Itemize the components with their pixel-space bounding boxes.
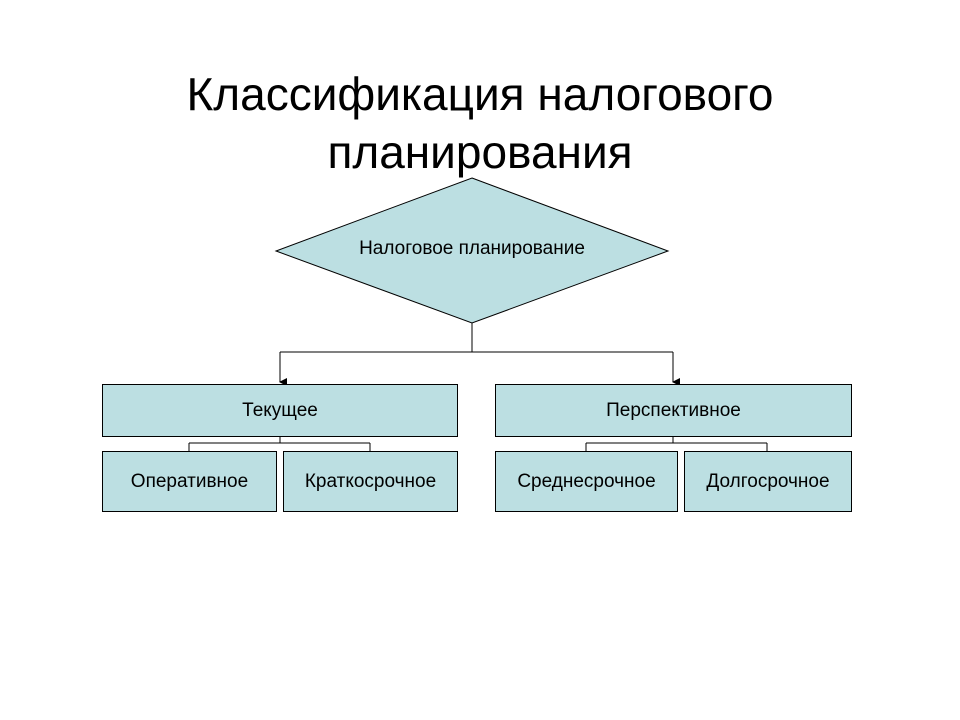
node-short-term: Краткосрочное xyxy=(283,451,458,512)
node-operative: Оперативное xyxy=(102,451,277,512)
root-connector xyxy=(279,323,680,386)
root-node-label: Налоговое планирование xyxy=(359,238,585,259)
node-long-term-label: Долгосрочное xyxy=(706,470,830,492)
node-prospective-label: Перспективное xyxy=(606,399,741,421)
node-prospective: Перспективное xyxy=(495,384,852,437)
slide-title-line-2: планирования xyxy=(327,125,633,178)
node-short-term-label: Краткосрочное xyxy=(304,470,437,492)
node-current: Текущее xyxy=(102,384,458,437)
node-operative-label: Оперативное xyxy=(130,470,249,492)
node-current-label: Текущее xyxy=(242,399,318,421)
node-long-term: Долгосрочное xyxy=(684,451,852,512)
prospective-connector xyxy=(585,437,768,451)
current-connector xyxy=(188,437,371,451)
node-medium-term-label: Среднесрочное xyxy=(517,470,656,492)
node-medium-term: Среднесрочное xyxy=(495,451,678,512)
slide-title-line-1: Классификация налогового xyxy=(186,67,774,120)
slide-title: Классификация налогового планирования xyxy=(0,65,960,181)
